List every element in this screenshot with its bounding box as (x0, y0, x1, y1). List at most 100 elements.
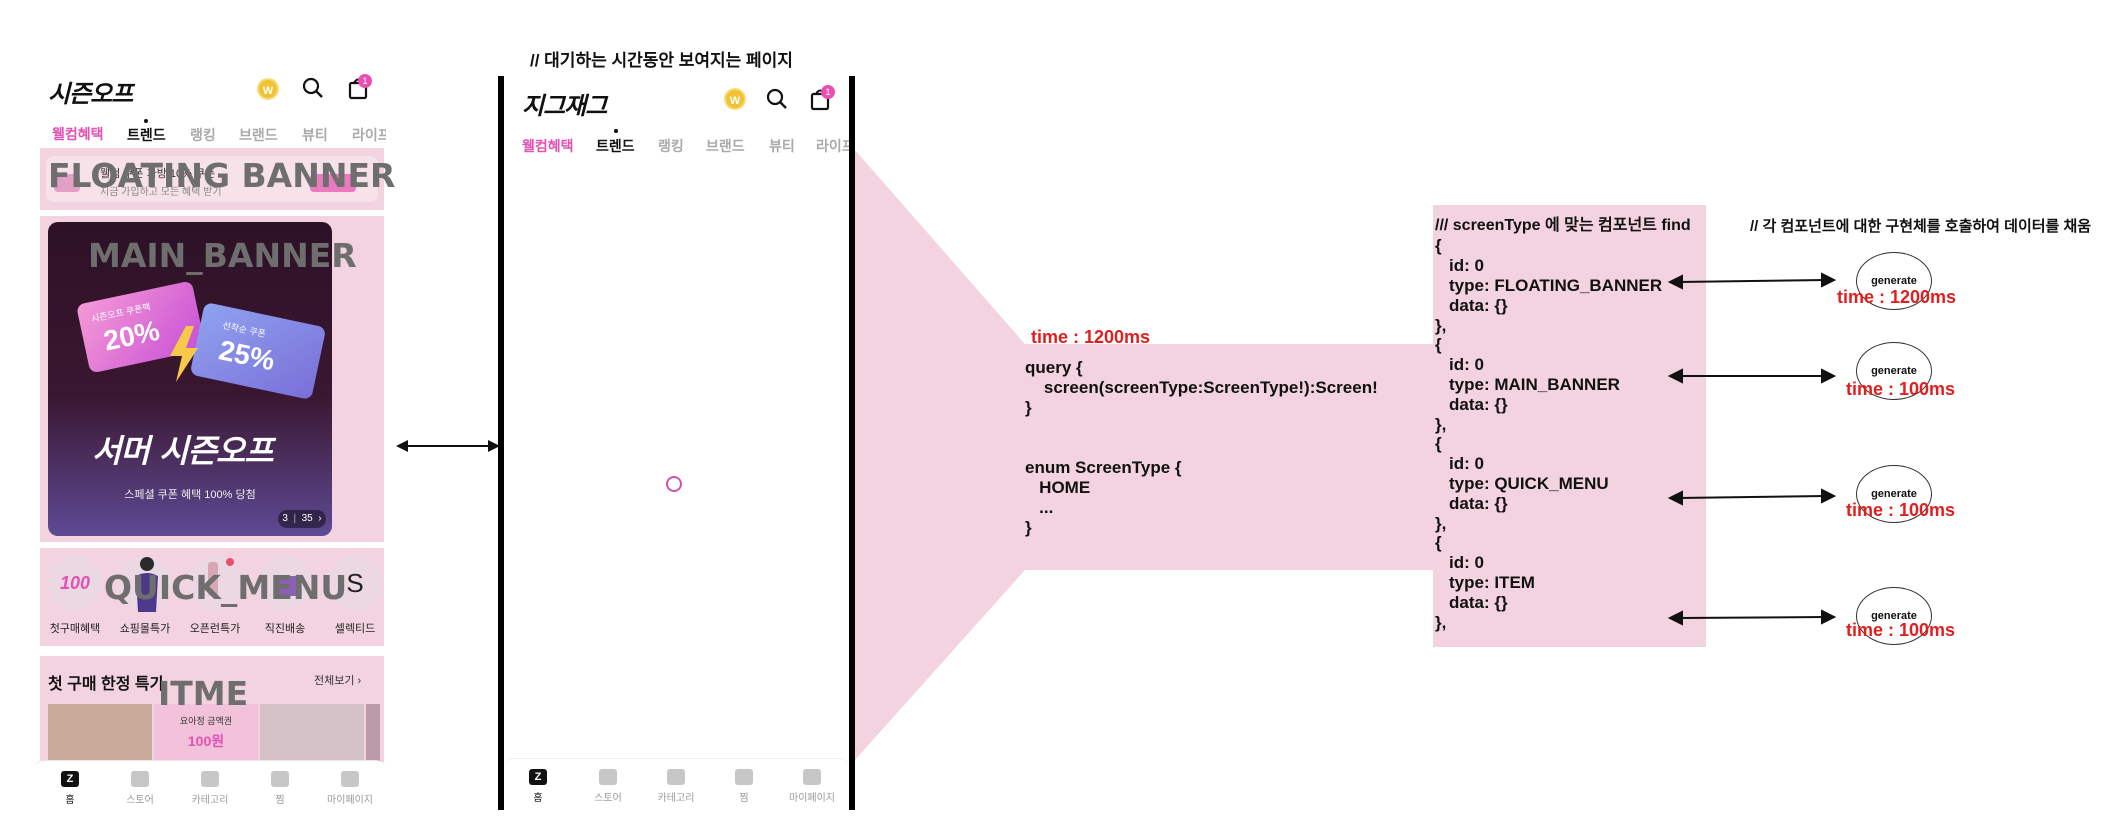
components-box (1433, 205, 1706, 647)
quick-menu-label-3[interactable]: 오픈런특가 (189, 623, 241, 635)
tab-ranking[interactable]: 랭킹 (190, 127, 216, 143)
quick-menu-region: 100 S 첫구매혜택 쇼핑몰특가 오픈런특가 직진배송 셀렉티드 QUICK_… (40, 548, 384, 646)
middle-nav-store-label: 스토어 (594, 793, 622, 804)
middle-nav-wishlist[interactable]: 찜 (714, 769, 774, 804)
promo-line1: 요아정 금액권 (179, 716, 233, 726)
tab-life[interactable]: 라이프 (352, 127, 386, 143)
tab-brand[interactable]: 브랜드 (239, 127, 278, 143)
coin-icon[interactable]: W (257, 78, 279, 100)
nav-mypage[interactable]: 마이페이지 (320, 771, 380, 806)
generate-column-comment: // 각 컴포넌트에 대한 구현체를 호출하여 데이터를 채움 (1750, 218, 2092, 235)
quick-menu-label-4[interactable]: 직진배송 (264, 623, 306, 635)
first-purchase-icon-text: 100 (59, 573, 91, 593)
main-banner-subtitle: 스페셜 쿠폰 혜택 100% 당첨 (124, 489, 256, 501)
middle-tab-welcome[interactable]: 웰컴혜택 (522, 138, 574, 154)
chevron-right-icon: › (357, 675, 362, 687)
bottom-nav: Z 홈 스토어 카테고리 찜 마이페이지 (34, 760, 386, 813)
coupon-card-2: 선착순 쿠폰 25% (189, 301, 327, 401)
middle-tab-life[interactable]: 라이프 (816, 138, 849, 154)
nav-home[interactable]: Z 홈 (40, 771, 100, 806)
middle-heart-icon (735, 769, 753, 785)
middle-nav-mypage[interactable]: 마이페이지 (782, 769, 842, 804)
query-time-label: time : 1200ms (1031, 327, 1151, 347)
middle-phone-left-border (498, 76, 504, 810)
entry-1-id: id: 0 (1449, 256, 1484, 275)
search-icon[interactable] (302, 77, 324, 99)
nav-store[interactable]: 스토어 (110, 771, 170, 806)
floating-banner-button[interactable] (310, 174, 356, 192)
quick-menu-icon-5[interactable]: S (328, 556, 382, 610)
tab-beauty[interactable]: 뷰티 (302, 127, 328, 143)
middle-nav-store[interactable]: 스토어 (578, 769, 638, 804)
main-banner-pager[interactable]: 3 | 35 › (278, 510, 326, 528)
middle-tab-ranking[interactable]: 랭킹 (658, 138, 684, 154)
item-section-title: 첫 구매 한정 특가 (48, 676, 165, 693)
quick-menu-label-1[interactable]: 첫구매혜택 (49, 623, 101, 635)
product-thumb-4[interactable] (366, 704, 380, 762)
more-link-label: 전체보기 (314, 675, 355, 687)
pager-current: 3 (282, 513, 288, 524)
middle-bottom-nav: Z 홈 스토어 카테고리 찜 마이페이지 (504, 758, 849, 811)
middle-tab-brand[interactable]: 브랜드 (706, 138, 745, 154)
floating-banner-region: 웰컴 쿠폰 가방 10% 쿠폰 지금 가입하고 모든 혜택 받기 FLOATIN… (40, 148, 395, 210)
product-thumb-2[interactable]: 요아정 금액권 100원 (154, 704, 258, 762)
user-icon (341, 771, 359, 787)
generate-time-4: time : 100ms (1846, 620, 1956, 640)
nav-wishlist[interactable]: 찜 (250, 771, 310, 806)
middle-nav-wishlist-label: 찜 (739, 793, 749, 804)
product-thumb-1[interactable] (48, 704, 152, 762)
generate-time-2: time : 100ms (1846, 379, 1956, 399)
entry-1-open: { (1435, 236, 1442, 255)
left-phone-screen: 시즌오프 W 1 웰컴혜택 트렌드 랭킹 브랜드 뷰티 라이프 웰컴 쿠폰 가방… (34, 60, 395, 820)
middle-phone-screen: 지그재그 W 1 웰컴혜택 트렌드 랭킹 브랜드 뷰티 라이프 Z 홈 스토어 … (504, 76, 849, 810)
quick-menu-label-5[interactable]: 셀렉티드 (334, 623, 376, 635)
middle-nav-category-label: 카테고리 (657, 793, 695, 804)
middle-coin-icon[interactable]: W (724, 88, 746, 110)
component-entry-4: { id: 0 type: ITEM data: {} }, (1435, 533, 1535, 633)
middle-nav-category[interactable]: 카테고리 (646, 769, 706, 804)
generate-node-3: generate (1856, 465, 1932, 523)
tab-welcome[interactable]: 웰컴혜택 (52, 126, 104, 142)
floating-banner-line2: 지금 가입하고 모든 혜택 받기 (100, 187, 222, 198)
floating-banner-overlay-label: FLOATING BANNER (48, 156, 396, 195)
item-section-more-link[interactable]: 전체보기 › (314, 672, 361, 688)
app-logo[interactable]: 시즌오프 (48, 80, 133, 108)
loading-spinner (666, 476, 682, 492)
entry-3-close: }, (1435, 514, 1447, 533)
generate-time-1: time : 1200ms (1837, 287, 1957, 307)
tab-life-clip: 라이프 (352, 125, 386, 145)
entry-4-type: type: ITEM (1449, 573, 1535, 592)
quick-menu-label-2[interactable]: 쇼핑몰특가 (119, 623, 171, 635)
query-box (1025, 344, 1433, 570)
entry-4-id: id: 0 (1449, 553, 1484, 572)
quick-menu-icon-1[interactable]: 100 (48, 556, 102, 610)
coupon-card-2-value: 25% (216, 334, 278, 377)
middle-search-icon[interactable] (766, 88, 788, 110)
generate-node-4: generate (1856, 587, 1932, 645)
tab-trend[interactable]: 트렌드 (127, 127, 166, 143)
selected-icon-text: S (346, 568, 364, 598)
product-thumb-3[interactable] (260, 704, 364, 762)
middle-menu-icon (667, 769, 685, 785)
middle-app-logo[interactable]: 지그재그 (522, 92, 607, 120)
component-entry-3: { id: 0 type: QUICK_MENU data: {} }, (1435, 434, 1609, 534)
nav-category[interactable]: 카테고리 (180, 771, 240, 806)
middle-nav-home-label: 홈 (533, 793, 543, 804)
main-banner-card[interactable]: 시즌오프 쿠폰팩 20% 선착순 쿠폰 25% 서머 시즌오프 스페셜 쿠폰 혜… (48, 222, 332, 536)
graphql-query-code: query { screen(screenType:ScreenType!):S… (1025, 358, 1378, 537)
middle-tab-trend[interactable]: 트렌드 (596, 138, 635, 154)
middle-tab-beauty[interactable]: 뷰티 (769, 138, 795, 154)
components-box-header: /// screenType 에 맞는 컴포넌트 find (1435, 217, 1691, 234)
middle-home-icon: Z (529, 769, 547, 785)
entry-4-data: data: {} (1449, 593, 1508, 612)
entry-3-type: type: QUICK_MENU (1449, 474, 1609, 493)
middle-phone-right-border (849, 76, 855, 810)
entry-2-id: id: 0 (1449, 355, 1484, 374)
home-icon: Z (61, 771, 79, 787)
component-entry-2: { id: 0 type: MAIN_BANNER data: {} }, (1435, 335, 1620, 435)
middle-tab-life-clip: 라이프 (816, 136, 849, 156)
middle-nav-home[interactable]: Z 홈 (508, 769, 568, 804)
generate-node-2: generate (1856, 342, 1932, 400)
entry-2-close: }, (1435, 415, 1447, 434)
nav-category-label: 카테고리 (191, 795, 229, 806)
